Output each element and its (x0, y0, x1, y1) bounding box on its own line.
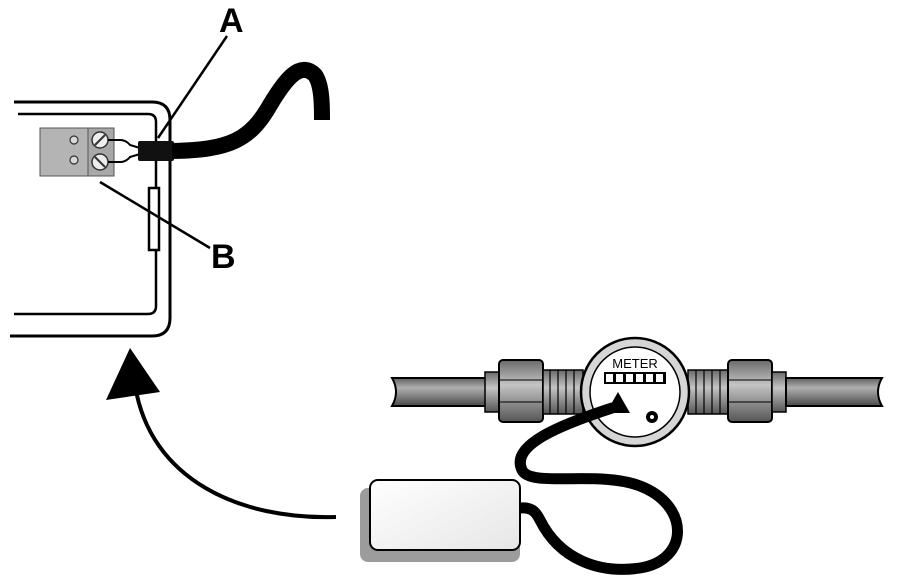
sensor-cable (138, 61, 330, 161)
flow-arrow-shaft (133, 384, 337, 520)
flow-arrow (106, 348, 337, 520)
pipe-nut-left (498, 359, 544, 423)
callout-b-label: B (211, 238, 236, 276)
flow-arrow-head (106, 348, 160, 400)
terminal-screw-top (91, 131, 109, 149)
enclosure-slot (147, 186, 161, 252)
terminal-block (39, 127, 115, 177)
pipe-nut-right (727, 359, 773, 423)
terminal-screw-bottom (91, 153, 109, 171)
terminal-wires (108, 139, 141, 163)
meter-label: METER (612, 356, 658, 371)
transmitter-box (360, 479, 521, 562)
pipe-right (785, 377, 884, 407)
meter-cable (514, 402, 683, 575)
cable-sleeve (138, 141, 174, 161)
terminal-screw-top-small (69, 135, 79, 145)
meter-odometer (604, 372, 666, 384)
pipe-assembly (390, 359, 884, 423)
enclosure-outer-outline (10, 100, 172, 338)
terminal-screw-bottom-small (69, 155, 79, 165)
callout-b-leader (99, 180, 211, 250)
pipe-left (390, 377, 493, 407)
callout-a-label: A (219, 2, 244, 40)
water-meter: METER (579, 336, 691, 448)
callout-a-leader (156, 35, 229, 139)
controller-enclosure (10, 100, 172, 338)
